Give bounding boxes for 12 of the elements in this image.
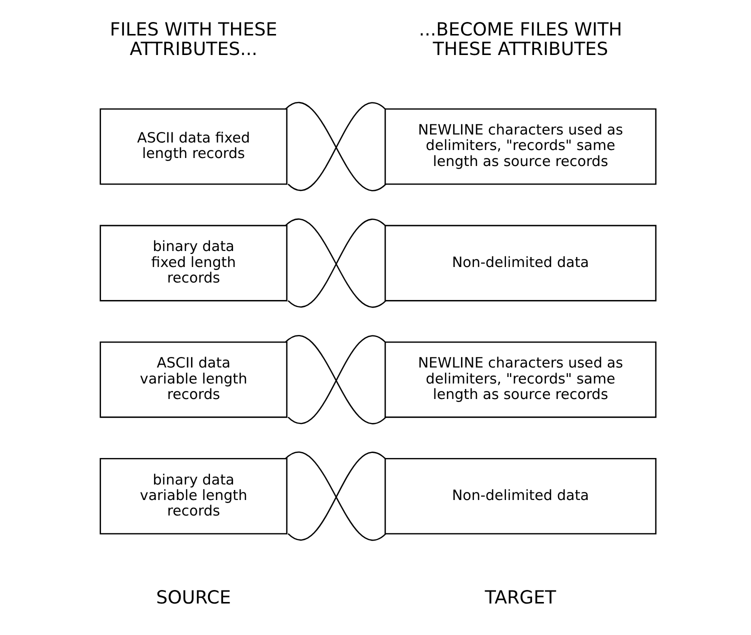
- label: FILES WITH THESE ATTRIBUTES...: [110, 19, 278, 60]
- node-box: ASCII data variable length records: [100, 341, 288, 418]
- label: SOURCE: [156, 587, 231, 608]
- node-box: Non-delimited data: [384, 458, 656, 534]
- node-box: binary data fixed length records: [100, 224, 288, 302]
- node-box: NEWLINE characters used as delimiters, "records" same length as source records: [384, 108, 656, 185]
- node-box: NEWLINE characters used as delimiters, "records" same length as source records: [384, 341, 656, 418]
- label: ...BECOME FILES WITH THESE ATTRIBUTES: [418, 19, 622, 60]
- node-box: binary data variable length records: [100, 458, 288, 534]
- node-box: Non-delimited data: [384, 224, 656, 302]
- label: TARGET: [484, 587, 556, 608]
- node-box: ASCII data fixed length records: [100, 108, 288, 185]
